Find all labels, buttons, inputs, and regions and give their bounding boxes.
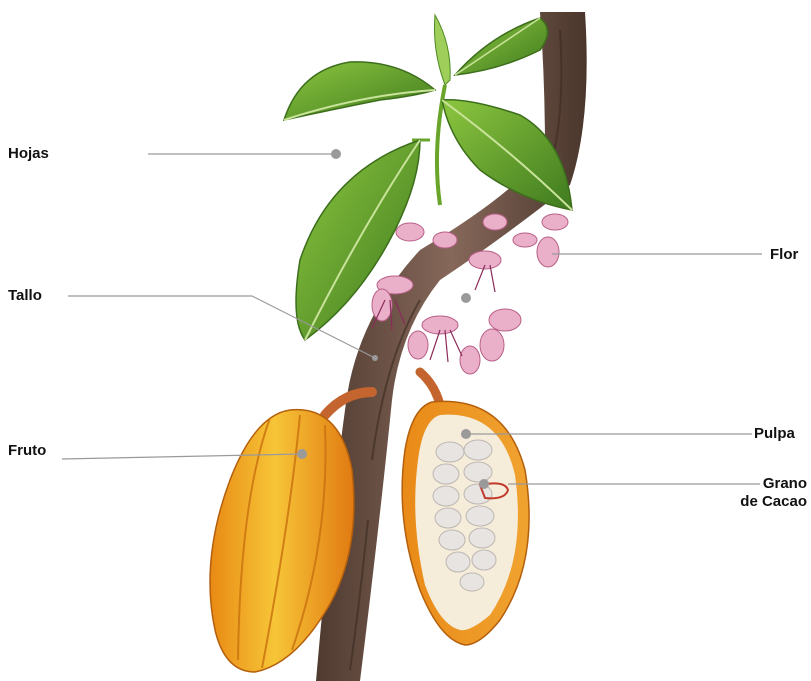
marker-dot-fruto (297, 449, 307, 459)
marker-dot-tallo (372, 355, 378, 361)
label-pulpa: Pulpa (754, 425, 795, 443)
label-hojas: Hojas (8, 145, 49, 163)
marker-dot-flor (461, 293, 471, 303)
label-tallo: Tallo (8, 287, 42, 305)
marker-dot-grano (479, 479, 489, 489)
marker-dot-hojas (331, 149, 341, 159)
label-grano-de-cacao: Grano de Cacao (719, 475, 807, 511)
label-grano-line2: de Cacao (719, 493, 807, 511)
marker-dot-pulpa (461, 429, 471, 439)
label-flor: Flor (770, 246, 798, 264)
label-grano-line1: Grano (719, 475, 807, 493)
label-fruto: Fruto (8, 442, 46, 460)
